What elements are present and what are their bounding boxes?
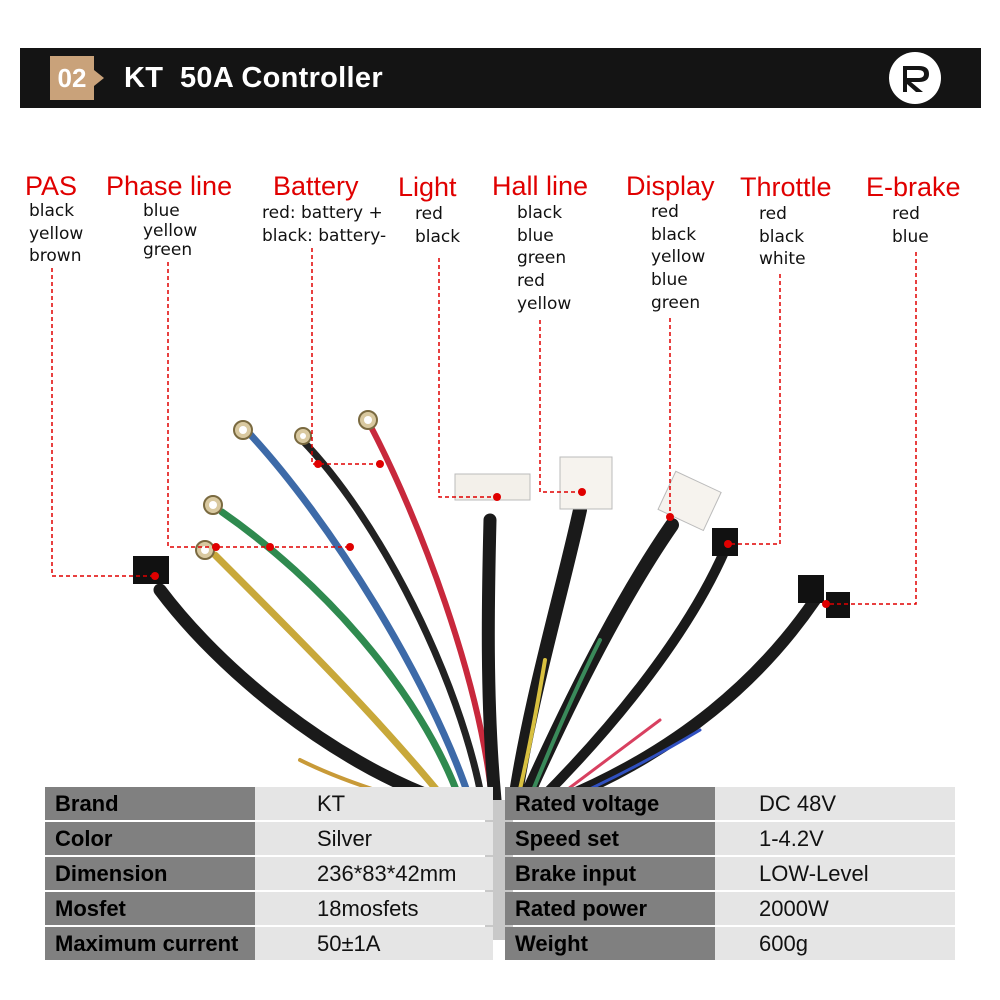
red-battery-wire bbox=[367, 422, 495, 803]
spec-key: Brand bbox=[45, 787, 255, 820]
leader-lines bbox=[51, 248, 917, 605]
hall-cable bbox=[508, 503, 587, 807]
spec-key: Speed set bbox=[505, 822, 715, 855]
connector-label-pas: PAS bbox=[25, 171, 78, 201]
spec-key: Rated power bbox=[505, 892, 715, 925]
spec-key: Brake input bbox=[505, 857, 715, 890]
leader-dots bbox=[151, 460, 830, 608]
pas-leader-line bbox=[51, 268, 155, 577]
spec-value: DC 48V bbox=[715, 787, 955, 820]
yellow-phase-wire bbox=[211, 551, 449, 804]
spec-key: Color bbox=[45, 822, 255, 855]
connector-label-battery: Battery bbox=[273, 171, 359, 201]
wire-list-battery: red: battery +black: battery- bbox=[262, 203, 387, 246]
hall-leader-line bbox=[539, 320, 582, 493]
connector-label-phase-line: Phase line bbox=[106, 171, 233, 201]
spec-value: 1-4.2V bbox=[715, 822, 955, 855]
badge-arrow-icon bbox=[94, 70, 104, 86]
spec-value: LOW-Level bbox=[715, 857, 955, 890]
pas-cable bbox=[153, 583, 447, 807]
connector-label-light: Light bbox=[398, 172, 457, 202]
blue-phase-wire bbox=[244, 428, 474, 804]
spec-value: 236*83*42mm bbox=[255, 857, 493, 890]
spec-key: Weight bbox=[505, 927, 715, 960]
phase-leader-line bbox=[167, 262, 350, 548]
spec-key: Dimension bbox=[45, 857, 255, 890]
light-leader-line bbox=[438, 258, 497, 498]
spec-value: 50±1A bbox=[255, 927, 493, 960]
ebrake-cable bbox=[554, 594, 821, 806]
page-title: KT 50A Controller bbox=[124, 62, 383, 94]
spec-value: Silver bbox=[255, 822, 493, 855]
light-plug-icon bbox=[454, 473, 531, 501]
display-cable bbox=[518, 518, 679, 807]
spec-value: 2000W bbox=[715, 892, 955, 925]
connector-label-display: Display bbox=[626, 171, 715, 201]
section-badge: 02 bbox=[50, 56, 94, 100]
battery-leader-line bbox=[311, 248, 380, 465]
r-brand-logo-icon bbox=[889, 52, 941, 104]
spec-value: 18mosfets bbox=[255, 892, 493, 925]
hall-plug-icon bbox=[559, 456, 613, 510]
ebrake-plug-icon bbox=[798, 575, 824, 603]
connector-label-throttle: Throttle bbox=[740, 172, 832, 202]
connector-label-e-brake: E-brake bbox=[866, 172, 961, 202]
display-plug-icon bbox=[657, 470, 722, 532]
ebrake-plug-icon bbox=[826, 592, 850, 618]
connector-plugs bbox=[133, 456, 850, 618]
ebrake-leader-line bbox=[826, 252, 917, 605]
spec-key: Rated voltage bbox=[505, 787, 715, 820]
green-phase-wire bbox=[218, 508, 464, 804]
spec-key: Maximum current bbox=[45, 927, 255, 960]
ring-terminals bbox=[195, 410, 378, 560]
spec-value: 600g bbox=[715, 927, 955, 960]
light-cable bbox=[481, 513, 502, 807]
pas-plug-icon bbox=[133, 556, 169, 584]
connector-label-hall-line: Hall line bbox=[492, 171, 589, 201]
header-bar: 02 KT 50A Controller bbox=[20, 48, 981, 108]
black-battery-wire bbox=[298, 436, 486, 804]
throttle-leader-line bbox=[728, 274, 781, 545]
phase-wires bbox=[211, 422, 495, 804]
throttle-cable bbox=[535, 545, 730, 805]
spec-value: KT bbox=[255, 787, 493, 820]
spec-key: Mosfet bbox=[45, 892, 255, 925]
